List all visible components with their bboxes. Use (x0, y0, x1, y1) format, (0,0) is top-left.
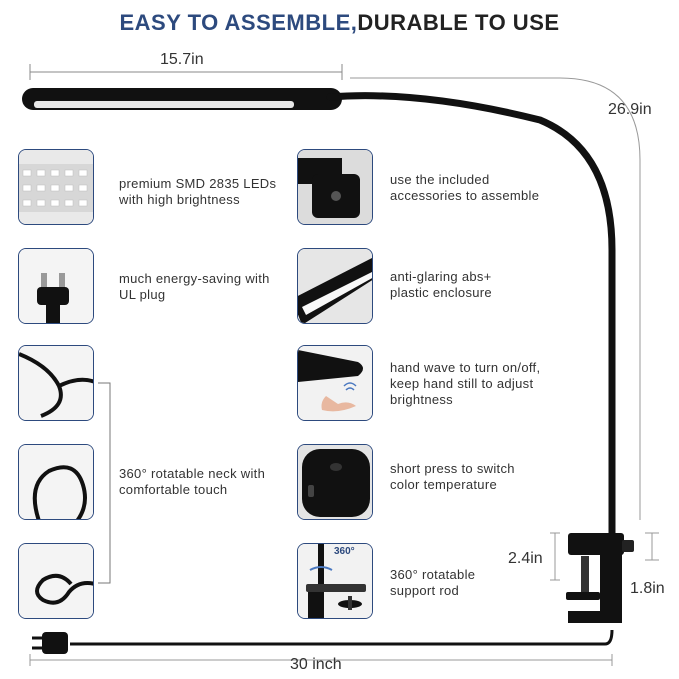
dim-clamp-opening: 2.4in (508, 550, 543, 567)
page-title: EASY TO ASSEMBLE,DURABLE TO USE (0, 10, 679, 36)
rotate-badge: 360° (334, 546, 355, 557)
feature-button-text: short press to switch color temperature (390, 461, 515, 492)
dim-bar-length: 15.7in (160, 51, 204, 68)
mount-socket-icon (297, 149, 373, 225)
feature-plug-text: much energy-saving with UL plug (119, 271, 270, 302)
dim-height: 26.9in (608, 101, 652, 118)
title-part-1: EASY TO ASSEMBLE, (119, 10, 358, 35)
feature-rod-text: 360° rotatable support rod (390, 567, 476, 598)
hand-wave-icon (297, 345, 373, 421)
led-strip-icon (18, 149, 94, 225)
dim-clamp-depth: 1.8in (630, 580, 665, 597)
button-icon (297, 444, 373, 520)
rotate-rod-icon: 360° (297, 543, 373, 619)
lamp-shade-icon (297, 248, 373, 324)
dim-cord-length: 30 inch (290, 656, 342, 673)
feature-led-text: premium SMD 2835 LEDs with high brightne… (119, 176, 277, 207)
gooseneck-loop-icon (18, 444, 94, 520)
plug-icon (18, 248, 94, 324)
feature-neck-text: 360° rotatable neck with comfortable tou… (119, 466, 266, 497)
feature-assemble-text: use the included accessories to assemble (390, 172, 540, 203)
feature-enclosure-text: anti-glaring abs+ plastic enclosure (390, 269, 492, 300)
coiled-neck-icon (18, 543, 94, 619)
gooseneck-icon (18, 345, 94, 421)
title-part-2: DURABLE TO USE (357, 10, 560, 35)
feature-handwave-text: hand wave to turn on/off, keep hand stil… (390, 360, 541, 407)
